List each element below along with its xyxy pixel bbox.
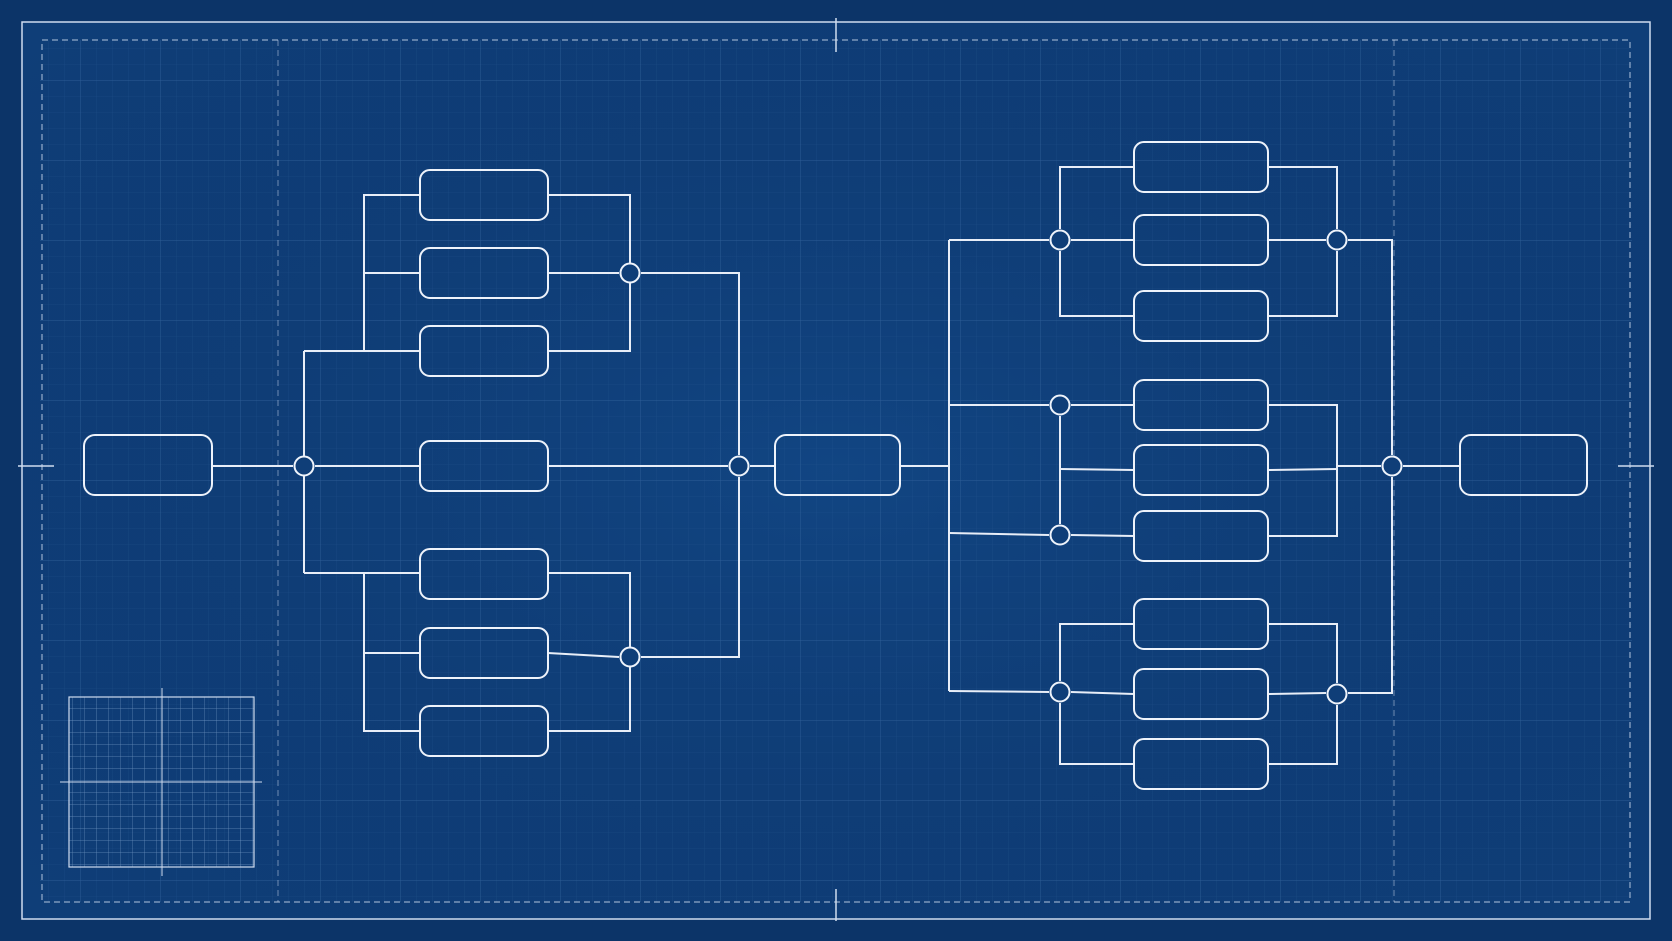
- block-a-top-3: [419, 325, 549, 377]
- junction-node: [1326, 683, 1348, 705]
- block-b-g2-1: [1133, 379, 1269, 431]
- block-b-g1-2: [1133, 214, 1269, 266]
- junction-node: [1049, 681, 1071, 703]
- blocks: [83, 141, 1588, 790]
- block-a-top-1: [419, 169, 549, 221]
- junction-node: [1326, 229, 1348, 251]
- block-b-g1-3: [1133, 290, 1269, 342]
- junction-node: [293, 455, 315, 477]
- block-b-g3-2: [1133, 668, 1269, 720]
- block-a-bot-1: [419, 548, 549, 600]
- junction-node: [1049, 394, 1071, 416]
- block-a-bot-2: [419, 627, 549, 679]
- block-b-g2-2: [1133, 444, 1269, 496]
- block-b-g3-1: [1133, 598, 1269, 650]
- junction-node: [1049, 229, 1071, 251]
- block-input: [83, 434, 213, 496]
- block-a-bot-3: [419, 705, 549, 757]
- drawing-frame: [18, 18, 1654, 921]
- scale-grid-inset: [60, 688, 262, 876]
- junction-node: [1381, 455, 1403, 477]
- connections: [212, 166, 1460, 765]
- junction-node: [1049, 524, 1071, 546]
- block-b-g3-3: [1133, 738, 1269, 790]
- block-b-g2-3: [1133, 510, 1269, 562]
- junction-node: [619, 646, 641, 668]
- junction-node: [728, 455, 750, 477]
- block-b-g1-1: [1133, 141, 1269, 193]
- block-output: [1459, 434, 1588, 496]
- block-a-mid: [419, 440, 549, 492]
- block-a-top-2: [419, 247, 549, 299]
- junctions: [293, 229, 1403, 705]
- block-center: [774, 434, 901, 496]
- junction-node: [619, 262, 641, 284]
